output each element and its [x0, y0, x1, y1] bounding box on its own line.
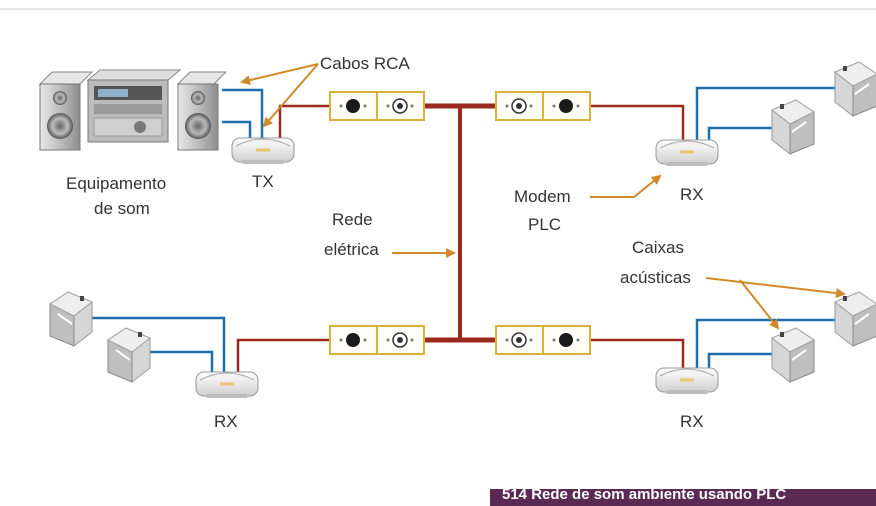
rede-label-line1: Rede — [332, 210, 373, 229]
annotation-arrows — [240, 63, 846, 330]
power-outlet-icon — [495, 91, 591, 121]
plc-modem-icon — [654, 138, 720, 168]
power-outlet-icon — [495, 325, 591, 355]
plc-modem-icon — [194, 370, 260, 400]
equipment-label-line2: de som — [94, 199, 150, 218]
speaker-icon — [771, 99, 815, 155]
rede-label-line2: elétrica — [324, 240, 379, 259]
figure-caption: 514 Rede de som ambiente usando PLC — [502, 489, 787, 503]
stereo-system-icon — [38, 69, 228, 151]
plc-modem-icon — [230, 136, 296, 166]
power-line — [236, 103, 685, 372]
tx-label: TX — [252, 172, 274, 191]
speaker-icon — [107, 327, 151, 383]
speaker-icon — [771, 327, 815, 383]
modem-label-line2: PLC — [528, 215, 562, 234]
rx-label-bottom-right: RX — [680, 412, 704, 431]
power-outlet-icon — [329, 91, 425, 121]
speaker-icon — [834, 61, 876, 117]
audio-cable — [60, 86, 835, 372]
speaker-icon — [834, 291, 876, 347]
speaker-icon — [49, 291, 93, 347]
caixas-label-line2: acústicas — [620, 268, 691, 287]
power-outlet-icon — [329, 325, 425, 355]
equipment-label-line1: Equipamento — [66, 174, 167, 193]
modem-label-line1: Modem — [514, 187, 571, 206]
rx-label-bottom-left: RX — [214, 412, 238, 431]
rx-label-top-right: RX — [680, 185, 704, 204]
cabos-rca-label: Cabos RCA — [320, 54, 410, 73]
plc-modem-icon — [654, 366, 720, 396]
caixas-label-line1: Caixas — [632, 238, 684, 257]
figure-caption-bar: 514 Rede de som ambiente usando PLC — [490, 489, 876, 506]
